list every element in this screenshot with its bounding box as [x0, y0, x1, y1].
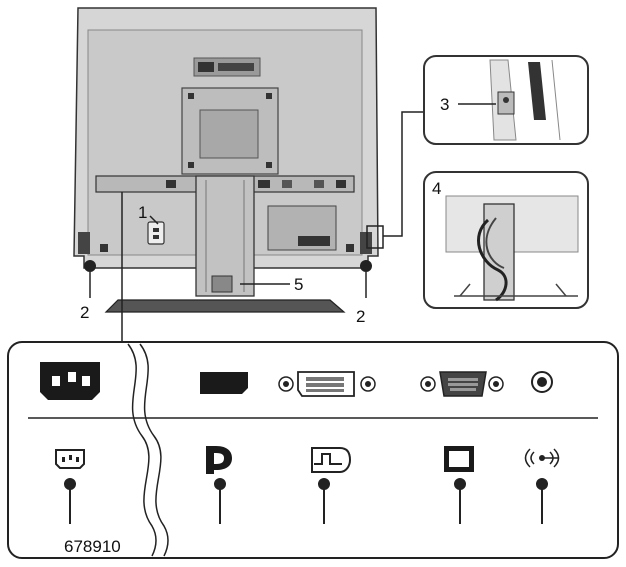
displayport-connector — [200, 372, 248, 394]
foot-pad-right — [360, 260, 372, 272]
callout-label-1: 1 — [138, 203, 147, 222]
callout-label-2-left: 2 — [80, 303, 89, 322]
cable-holder — [211, 275, 233, 293]
callout-label-2-right: 2 — [356, 307, 365, 326]
monitor-rear-view — [73, 7, 379, 313]
power-inlet-connector — [40, 362, 100, 400]
callout-label-4: 4 — [432, 179, 441, 198]
vga-symbol-icon — [444, 446, 474, 472]
audio-symbol-icon — [524, 448, 560, 468]
power-symbol-icon — [55, 449, 85, 469]
foot-pad-left — [84, 260, 96, 272]
displayport-logo-icon — [206, 446, 232, 474]
callout-label-5: 5 — [294, 275, 303, 294]
callout-pins — [64, 478, 548, 524]
inset-cable-routing — [423, 171, 589, 309]
inset-usb-detail — [423, 55, 589, 145]
dvi-connector — [278, 371, 376, 397]
security-slot — [147, 221, 165, 245]
left-foot — [78, 232, 90, 254]
vga-connector — [420, 371, 504, 397]
audio-jack — [531, 371, 553, 393]
connector-detail-panel — [7, 341, 619, 559]
bottom-code-label: 678910 — [64, 537, 121, 556]
callout-label-3: 3 — [440, 95, 449, 114]
monitor-callout-lines — [89, 111, 424, 342]
right-foot — [360, 232, 372, 254]
dvi-symbol-icon — [311, 447, 352, 473]
stand-base — [104, 299, 346, 313]
